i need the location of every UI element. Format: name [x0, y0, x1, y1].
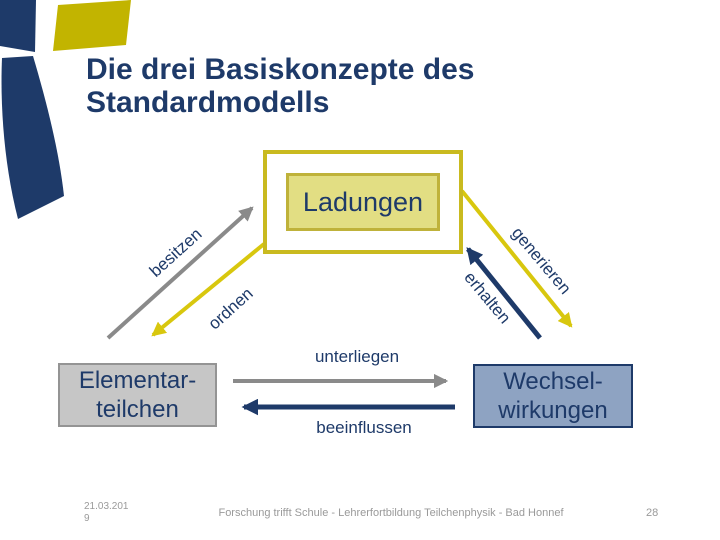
node-elementarteilchen-label: Elementar- teilchen [79, 366, 196, 424]
node-wechselwirkungen-label: Wechsel- wirkungen [498, 367, 607, 425]
logo-yellow-block [53, 0, 131, 51]
footer-date: 21.03.201 9 [84, 501, 144, 525]
elementarteilchen-line1: Elementar- [78, 367, 197, 394]
edge-label-unterliegen: unterliegen [314, 347, 400, 366]
node-ladungen-inner: Ladungen [286, 173, 440, 231]
arrow-generieren [460, 189, 573, 328]
footer-date-line2: 9 [84, 513, 90, 524]
footer-event-title: Forschung trifft Schule - Lehrerfortbild… [218, 507, 564, 519]
node-ladungen-label: Ladungen [302, 186, 424, 217]
page-title: Die drei Basiskonzepte des Standardmodel… [86, 53, 474, 119]
elementarteilchen-line2: teilchen [96, 396, 179, 423]
footer-date-line1: 21.03.201 [84, 501, 129, 512]
page-title-line2: Standardmodells [86, 86, 330, 119]
node-elementarteilchen: Elementar- teilchen [58, 363, 217, 427]
wechselwirkungen-line1: Wechsel- [503, 368, 603, 395]
node-ladungen: Ladungen [263, 150, 463, 254]
logo-decoration [0, 0, 131, 219]
footer-page-number: 28 [646, 507, 659, 519]
logo-blue-swoosh [1, 56, 64, 219]
arrow-ordnen [151, 242, 266, 337]
logo-blue-block [0, 0, 36, 52]
edge-label-beeinflussen: beeinflussen [316, 418, 412, 437]
arrow-besitzen [106, 206, 254, 340]
node-wechselwirkungen: Wechsel- wirkungen [473, 364, 633, 428]
arrow-erhalten [466, 247, 542, 340]
wechselwirkungen-line2: wirkungen [498, 397, 608, 424]
page-title-line1: Die drei Basiskonzepte des [86, 53, 475, 86]
